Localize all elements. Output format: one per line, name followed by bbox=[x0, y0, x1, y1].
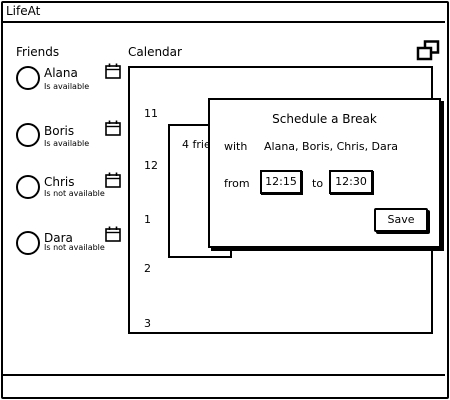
to-time-input[interactable]: 12:30 bbox=[329, 170, 373, 194]
friend-item-alana[interactable]: Alana Is available bbox=[16, 63, 122, 100]
status-bar bbox=[3, 374, 445, 396]
title-bar bbox=[3, 3, 445, 23]
to-label: to bbox=[312, 177, 324, 190]
friend-status: Is available bbox=[44, 82, 90, 91]
friend-name: Alana bbox=[44, 66, 78, 80]
friend-item-dara[interactable]: Dara Is not available bbox=[16, 226, 122, 265]
friend-item-chris[interactable]: Chris Is not available bbox=[16, 172, 122, 209]
hour-label: 2 bbox=[144, 262, 151, 275]
calendar-heading: Calendar bbox=[128, 45, 182, 59]
friends-heading: Friends bbox=[16, 45, 60, 59]
with-label: with bbox=[224, 140, 248, 153]
friend-item-boris[interactable]: Boris Is available bbox=[16, 120, 122, 157]
from-label: from bbox=[224, 177, 250, 190]
friend-status: Is not available bbox=[44, 189, 105, 198]
from-time-input[interactable]: 12:15 bbox=[260, 170, 302, 194]
calendar-icon[interactable] bbox=[104, 171, 122, 189]
with-value: Alana, Boris, Chris, Dara bbox=[264, 140, 399, 153]
calendar-icon[interactable] bbox=[104, 119, 122, 137]
avatar bbox=[16, 66, 40, 90]
calendar-icon[interactable] bbox=[104, 62, 122, 80]
hour-label: 3 bbox=[144, 317, 151, 330]
calendar-icon[interactable] bbox=[104, 225, 122, 243]
friend-status: Is available bbox=[44, 139, 90, 148]
friend-name: Chris bbox=[44, 175, 75, 189]
avatar bbox=[16, 231, 40, 255]
overlapping-windows-icon[interactable] bbox=[416, 40, 440, 62]
friend-status: Is not available bbox=[44, 243, 105, 252]
avatar bbox=[16, 123, 40, 147]
save-button[interactable]: Save bbox=[374, 208, 428, 232]
avatar bbox=[16, 175, 40, 199]
hour-label: 1 bbox=[144, 213, 151, 226]
friend-name: Boris bbox=[44, 124, 75, 138]
friend-name: Dara bbox=[44, 231, 73, 245]
dialog-title: Schedule a Break bbox=[272, 112, 377, 126]
hour-label: 12 bbox=[144, 159, 158, 172]
app-title: LifeAt bbox=[6, 4, 41, 18]
hour-label: 11 bbox=[144, 107, 158, 120]
